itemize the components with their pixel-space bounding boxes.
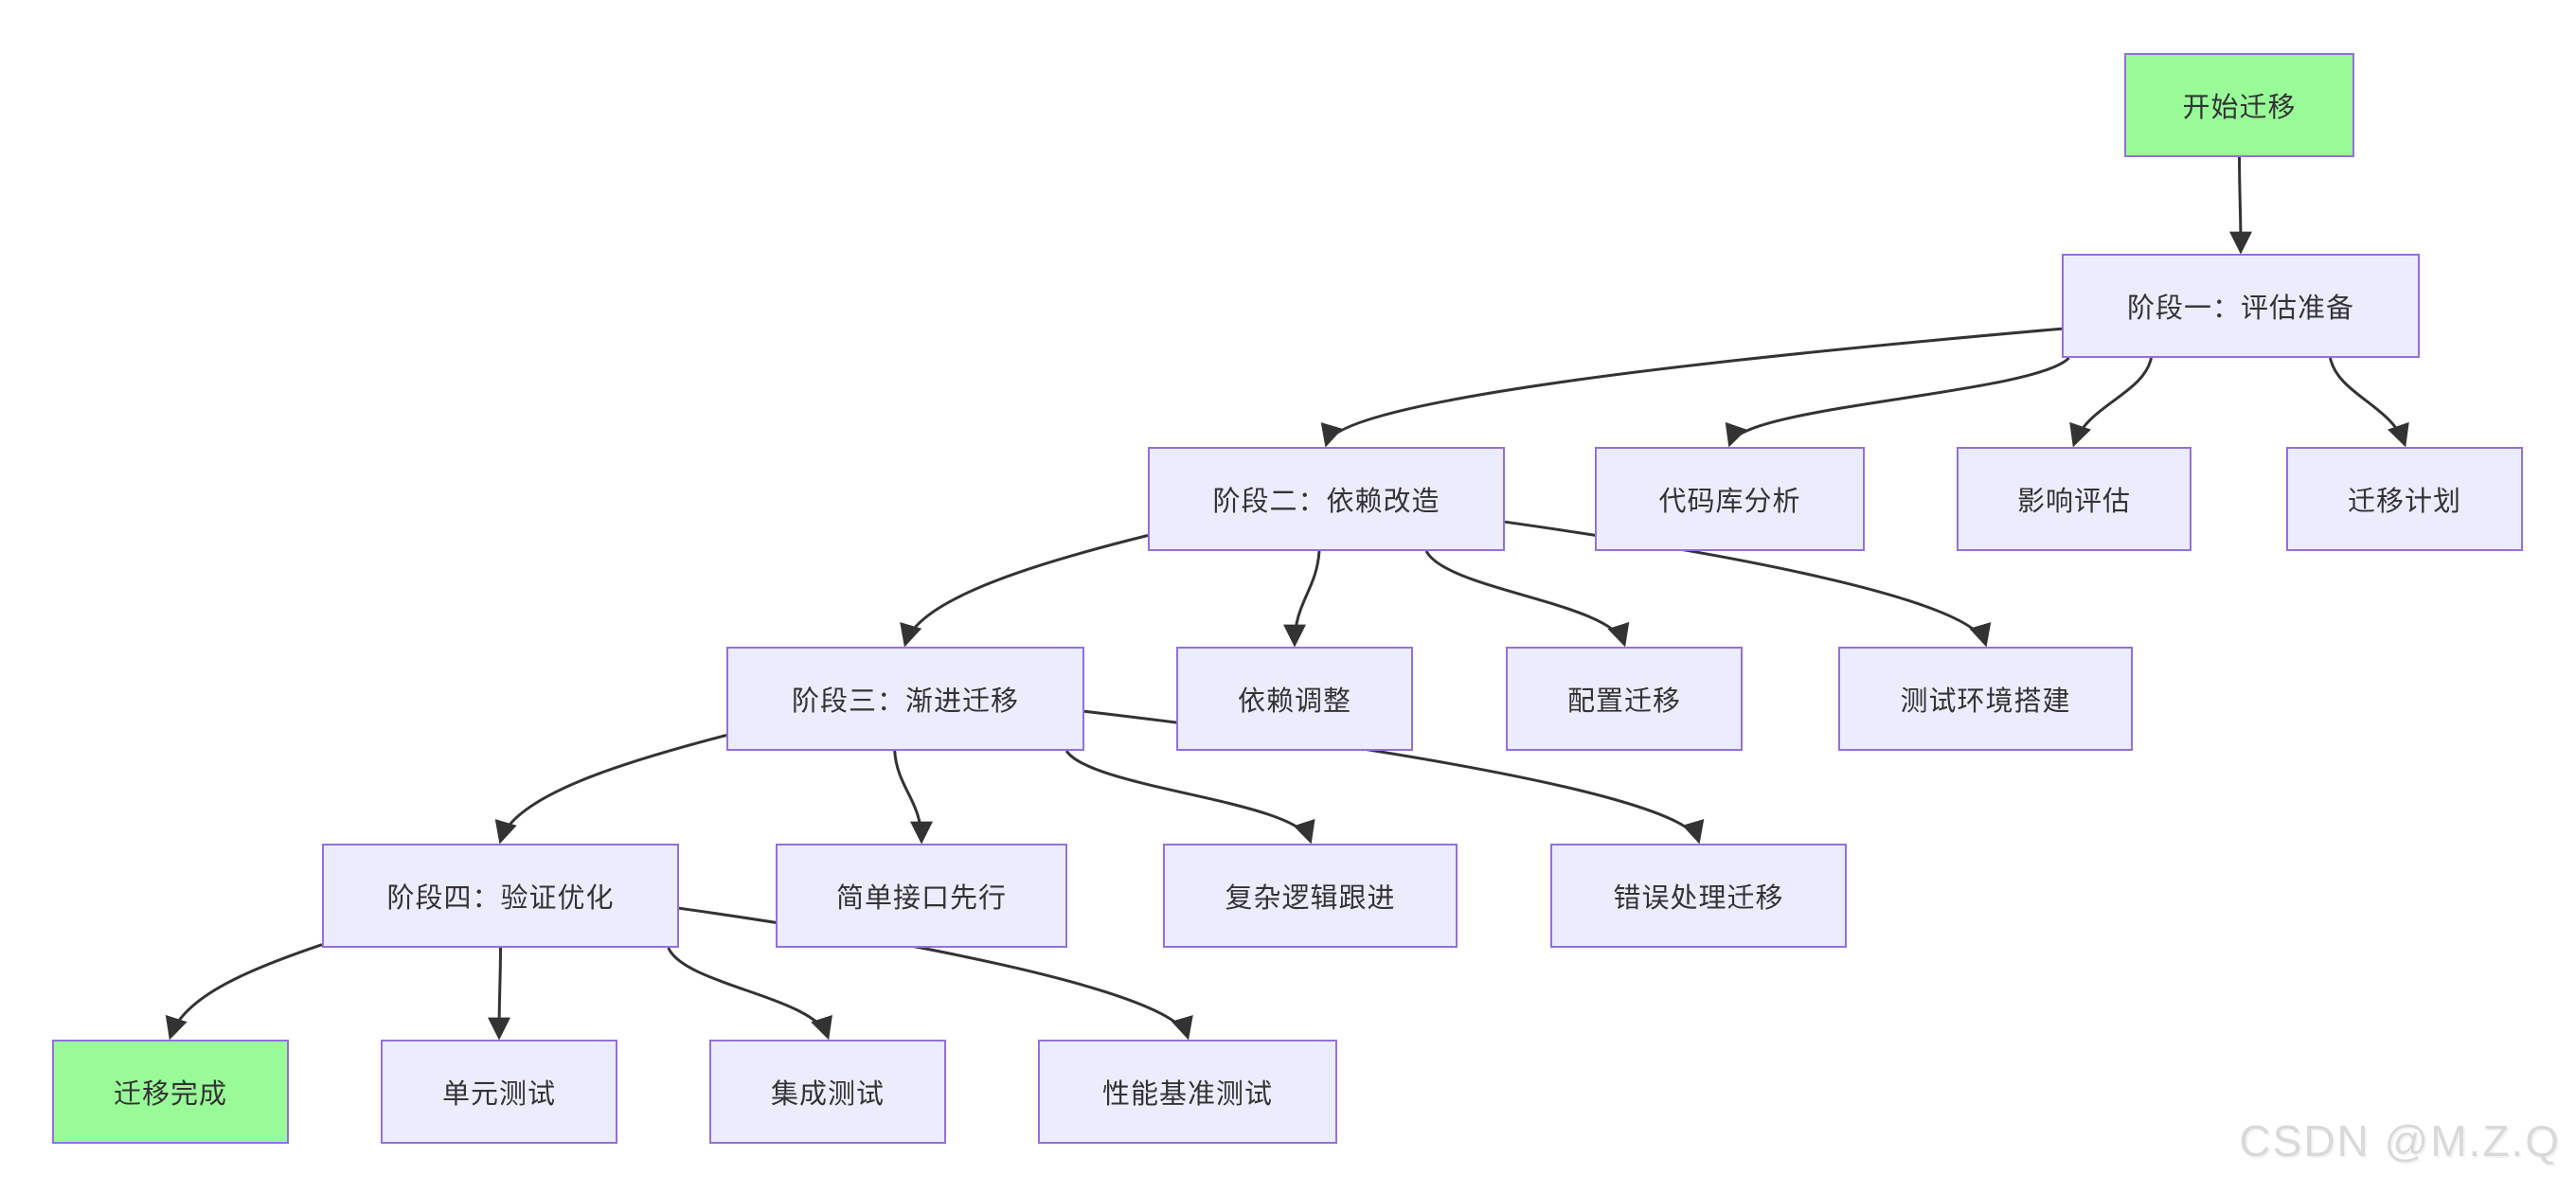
node-perf: 性能基准测试 [1038, 1040, 1337, 1144]
edge-p3-complex [1064, 750, 1315, 845]
node-label: 错误处理迁移 [1613, 883, 1784, 914]
node-label: 阶段一：评估准备 [2126, 294, 2354, 324]
edge-p2-dep [1283, 550, 1321, 648]
node-done: 迁移完成 [52, 1040, 289, 1144]
node-label: 单元测试 [441, 1079, 556, 1110]
node-label: 复杂逻辑跟进 [1225, 883, 1396, 914]
node-label: 迁移完成 [113, 1079, 227, 1110]
node-label: 阶段二：依赖改造 [1212, 487, 1440, 517]
node-simple: 简单接口先行 [776, 844, 1067, 948]
node-impact: 影响评估 [1957, 447, 2191, 551]
edge-p1-plan [2329, 357, 2409, 448]
node-label: 集成测试 [770, 1079, 885, 1110]
node-label: 代码库分析 [1658, 487, 1801, 517]
node-complex: 复杂逻辑跟进 [1163, 844, 1458, 948]
node-testenv: 测试环境搭建 [1838, 647, 2133, 751]
node-label: 测试环境搭建 [1900, 686, 2071, 717]
edge-p1-p2 [1320, 327, 2063, 448]
node-unit: 单元测试 [381, 1040, 617, 1144]
node-label: 迁移计划 [2347, 487, 2461, 517]
node-plan: 迁移计划 [2286, 447, 2523, 551]
edge-p3-p4 [494, 734, 727, 845]
node-integration: 集成测试 [709, 1040, 946, 1144]
node-label: 开始迁移 [2182, 93, 2297, 123]
node-p3: 阶段三：渐进迁移 [726, 647, 1084, 751]
node-label: 阶段三：渐进迁移 [791, 686, 1019, 717]
edge-p2-config [1424, 550, 1630, 648]
edge-p4-integration [667, 947, 832, 1041]
edge-p1-code [1725, 356, 2070, 448]
edge-p1-impact [2069, 357, 2153, 448]
node-label: 性能基准测试 [1101, 1079, 1273, 1110]
edge-p4-done [165, 943, 323, 1041]
node-config: 配置迁移 [1506, 647, 1743, 751]
edge-p2-p3 [900, 534, 1149, 648]
node-p2: 阶段二：依赖改造 [1148, 447, 1505, 551]
node-p4: 阶段四：验证优化 [322, 844, 679, 948]
node-p1: 阶段一：评估准备 [2062, 254, 2420, 358]
node-start: 开始迁移 [2124, 53, 2354, 157]
csdn-watermark: CSDN @M.Z.Q [2239, 1116, 2561, 1166]
node-label: 简单接口先行 [835, 883, 1007, 914]
node-code: 代码库分析 [1595, 447, 1865, 551]
node-label: 配置迁移 [1566, 686, 1681, 717]
node-dep: 依赖调整 [1176, 647, 1413, 751]
node-label: 影响评估 [2016, 487, 2131, 517]
edge-p4-unit [488, 947, 511, 1041]
node-label: 依赖调整 [1237, 686, 1351, 717]
node-label: 阶段四：验证优化 [386, 883, 615, 914]
edge-start-p1 [2228, 156, 2252, 255]
edge-p3-simple [893, 750, 933, 845]
node-error: 错误处理迁移 [1550, 844, 1847, 948]
